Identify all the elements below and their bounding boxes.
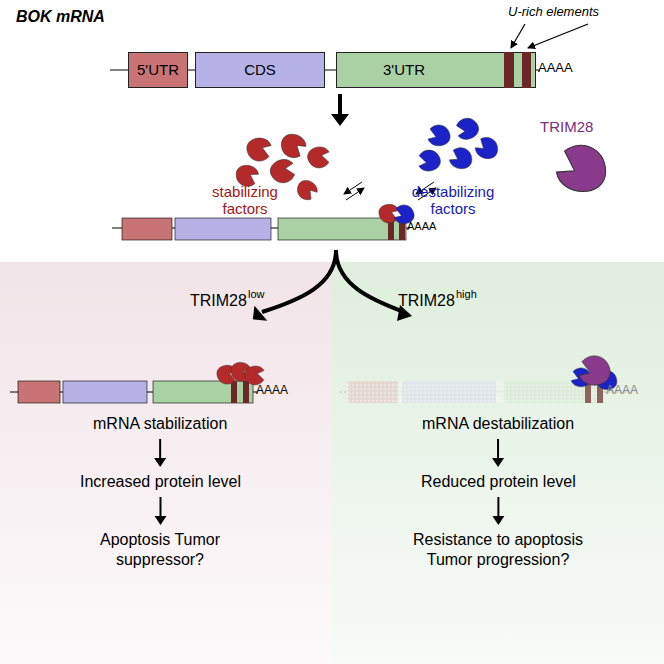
node-text: Apoptosis Tumor suppressor? xyxy=(85,530,235,570)
superscript: high xyxy=(456,288,477,301)
flow-step: mRNA destabilization xyxy=(418,412,578,436)
node-text: CDS xyxy=(195,61,325,80)
flow-step: Reduced protein level xyxy=(417,470,580,494)
node-text: Reduced protein level xyxy=(421,472,576,492)
factor-shape xyxy=(247,138,271,161)
condition-label: TRIM28 xyxy=(398,292,455,310)
factor-shape xyxy=(554,142,610,196)
stable-panel xyxy=(0,262,332,664)
mrna-region-box: 5'UTR xyxy=(128,52,188,88)
flow-step: Increased protein level xyxy=(76,470,245,494)
flow-arrow xyxy=(154,439,166,467)
polya-tail: AAAA xyxy=(256,384,288,398)
factor-shape xyxy=(267,156,298,186)
node-text: 5'UTR xyxy=(128,61,188,80)
factor-shape xyxy=(428,125,450,146)
condition-label: TRIM28 xyxy=(190,292,247,310)
polya-tail: AAAA xyxy=(407,220,436,233)
flow-arrow xyxy=(492,439,504,467)
node-text: mRNA stabilization xyxy=(93,414,227,434)
flow-arrow xyxy=(492,497,504,525)
factor-shape xyxy=(416,148,441,172)
mrna-region-box: 3'UTR xyxy=(336,52,536,88)
factor-label: TRIM28 xyxy=(540,118,593,135)
flow-step: Resistance to apoptosis Tumor progressio… xyxy=(399,528,597,572)
superscript: low xyxy=(248,288,265,301)
factor-shape xyxy=(473,134,501,161)
unstable-panel xyxy=(332,262,664,664)
factor-shape xyxy=(579,356,610,385)
flow-step: mRNA stabilization xyxy=(89,412,231,436)
factor-shape xyxy=(294,177,321,203)
factor-label: stabilizing factors xyxy=(190,183,300,218)
factor-label: destabilizing factors xyxy=(398,183,508,218)
flow-arrow xyxy=(154,497,166,525)
title-label: BOK mRNA xyxy=(16,8,105,26)
factor-shape xyxy=(448,146,473,170)
node-text: Resistance to apoptosis Tumor progressio… xyxy=(403,530,593,570)
flow-step: Apoptosis Tumor suppressor? xyxy=(81,528,239,572)
node-text: 3'UTR xyxy=(304,61,504,80)
mrna-region-box: CDS xyxy=(195,52,325,88)
factor-shape xyxy=(278,131,309,161)
node-text: mRNA destabilization xyxy=(422,414,574,434)
factor-shape xyxy=(453,115,481,142)
polya-tail: AAAA xyxy=(538,61,573,76)
node-text: Increased protein level xyxy=(80,472,241,492)
factor-shape xyxy=(306,145,331,169)
annotation: U-rich elements xyxy=(508,5,599,20)
polya-tail: AAAA xyxy=(606,384,638,398)
